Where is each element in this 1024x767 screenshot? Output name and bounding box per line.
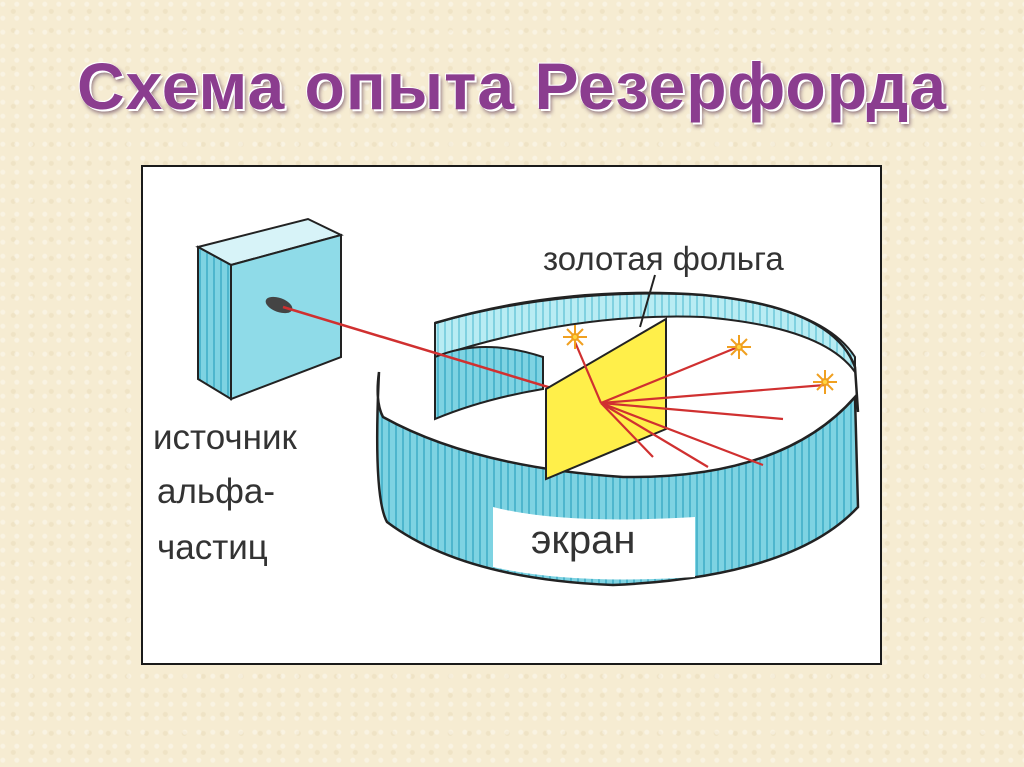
rutherford-diagram: золотая фольга источник альфа- частиц эк… [153,217,860,587]
foil-leader-line [639,274,656,328]
flash-1 [563,325,587,349]
alpha-source-box [195,217,344,401]
flash-3 [813,370,837,394]
diagram-frame: золотая фольга источник альфа- частиц эк… [141,165,882,665]
screen-front-wall [375,371,860,587]
screen-label: экран [531,518,636,562]
slide-title: Схема опыта Резерфорда [77,49,947,123]
flash-2 [727,335,751,359]
source-label-line3: частиц [157,528,268,567]
scintillation-flashes [563,325,837,394]
foil-label: золотая фольга [543,240,784,277]
source-label-line2: альфа- [157,472,275,511]
scattered-rays [573,341,826,468]
source-label-line1: источник [153,418,297,457]
screen-top-edge [434,291,860,413]
